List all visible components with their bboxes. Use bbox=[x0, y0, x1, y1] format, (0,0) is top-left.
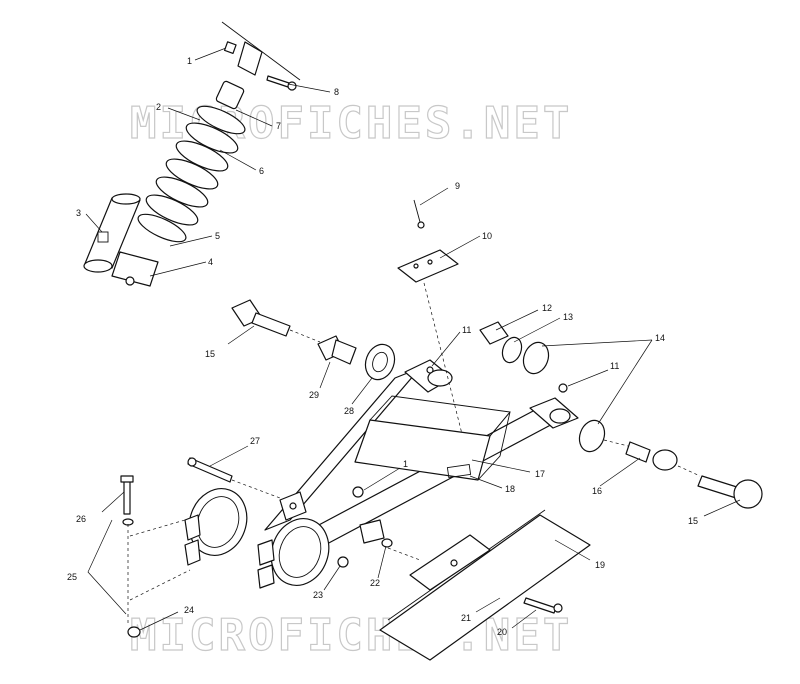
callout-28: 28 bbox=[344, 406, 354, 416]
callout-10: 10 bbox=[482, 231, 492, 241]
shock-absorber bbox=[83, 21, 301, 287]
callout-6: 6 bbox=[259, 166, 264, 176]
skid-plate-small bbox=[397, 199, 459, 283]
callout-17: 17 bbox=[535, 469, 545, 479]
leader-lines bbox=[85, 47, 741, 631]
callout-23: 23 bbox=[313, 590, 323, 600]
callout-15-right: 15 bbox=[688, 516, 698, 526]
callout-2: 2 bbox=[156, 102, 161, 112]
callout-5: 5 bbox=[215, 231, 220, 241]
callout-27: 27 bbox=[250, 436, 260, 446]
callout-21: 21 bbox=[461, 613, 471, 623]
callout-11-right: 11 bbox=[610, 361, 619, 371]
callout-19: 19 bbox=[595, 560, 605, 570]
callouts: 1 8 2 7 6 3 5 4 9 10 12 13 11 14 11 15 2… bbox=[67, 56, 698, 637]
assembly-lines bbox=[127, 282, 701, 624]
chain-slider bbox=[379, 509, 591, 661]
callout-12: 12 bbox=[542, 303, 552, 313]
callout-16: 16 bbox=[592, 486, 602, 496]
callout-3: 3 bbox=[76, 208, 81, 218]
callout-29: 29 bbox=[309, 390, 319, 400]
watermark-bottom: MICROFICHES.NET bbox=[130, 610, 572, 661]
callout-18: 18 bbox=[505, 484, 515, 494]
pivot-hardware bbox=[120, 299, 763, 638]
callout-15: 15 bbox=[205, 349, 215, 359]
callout-1: 1 bbox=[187, 56, 192, 66]
callout-22: 22 bbox=[370, 578, 380, 588]
callout-24: 24 bbox=[184, 605, 194, 615]
callout-1-mid: 1 bbox=[403, 459, 408, 469]
callout-20: 20 bbox=[497, 627, 507, 637]
callout-13: 13 bbox=[563, 312, 573, 322]
callout-7: 7 bbox=[276, 121, 281, 131]
callout-25: 25 bbox=[67, 572, 77, 582]
callout-4: 4 bbox=[208, 257, 213, 267]
callout-14: 14 bbox=[655, 333, 665, 343]
swing-arm bbox=[184, 359, 579, 589]
callout-26: 26 bbox=[76, 514, 86, 524]
shock-spring bbox=[137, 105, 246, 243]
callout-8: 8 bbox=[334, 87, 339, 97]
callout-9: 9 bbox=[455, 181, 460, 191]
callout-11: 11 bbox=[462, 325, 471, 335]
